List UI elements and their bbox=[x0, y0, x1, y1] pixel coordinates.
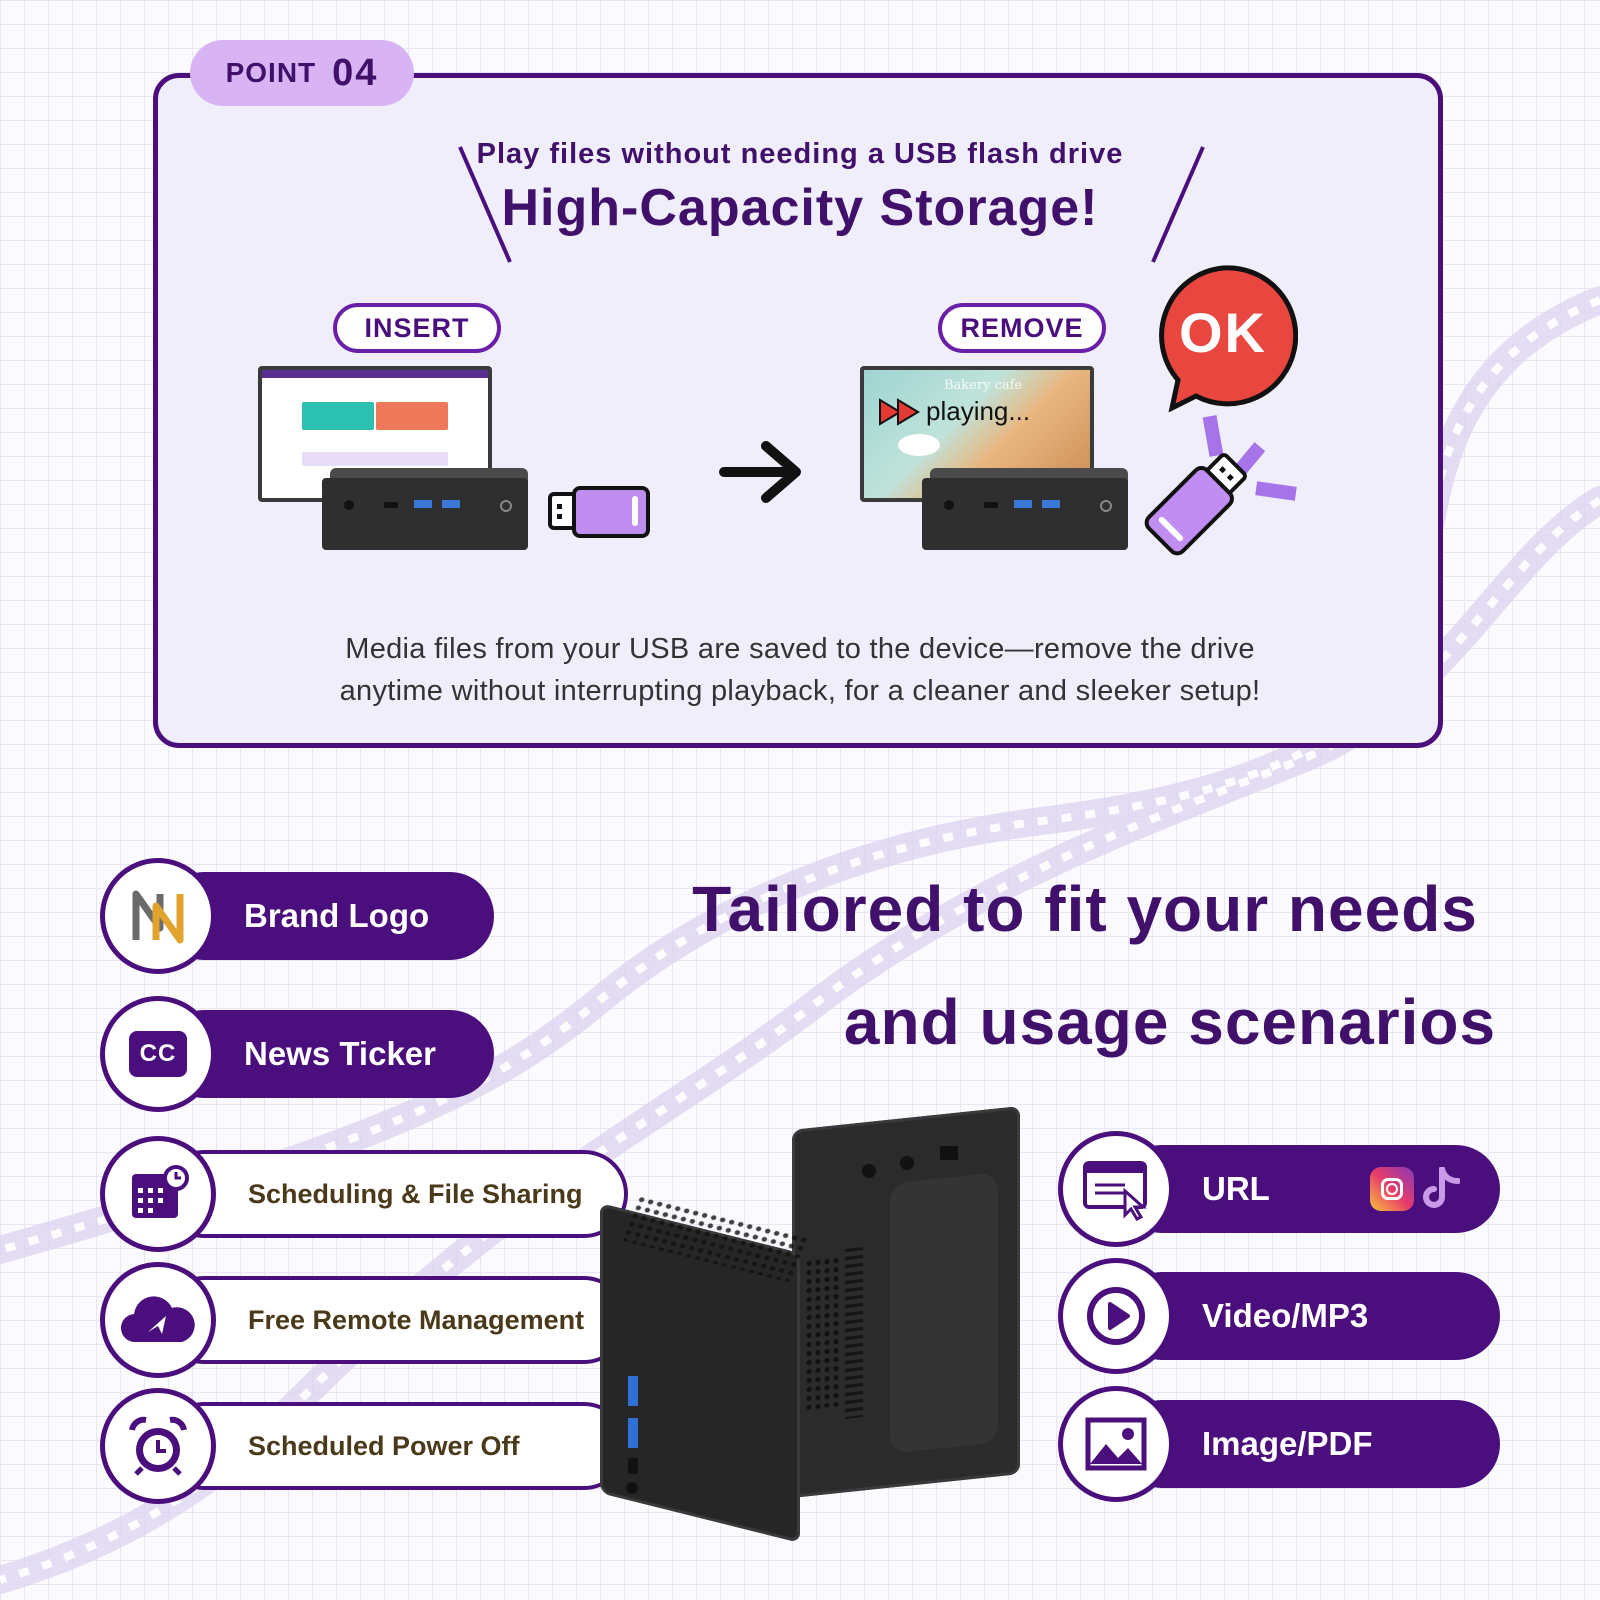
usb-drive-insert bbox=[548, 486, 650, 538]
fast-forward-icon bbox=[879, 397, 920, 426]
alarm-clock-icon bbox=[100, 1388, 216, 1504]
playing-indicator: playing... bbox=[878, 396, 1030, 427]
feature-news-ticker: News Ticker CC bbox=[100, 996, 494, 1112]
tagline-line-1: Tailored to fit your needs bbox=[692, 873, 1478, 945]
calendar-clock-icon bbox=[100, 1136, 216, 1252]
feature-power-off-label: Scheduled Power Off bbox=[248, 1430, 520, 1461]
headline: High-Capacity Storage! bbox=[501, 179, 1099, 237]
feature-video-label: Video/MP3 bbox=[1202, 1297, 1369, 1334]
cloud-send-icon bbox=[100, 1262, 216, 1378]
cc-icon: CC bbox=[100, 996, 216, 1112]
description-line-1: Media files from your USB are saved to t… bbox=[345, 633, 1255, 665]
browser-cursor-icon bbox=[1058, 1131, 1174, 1247]
tagline-line-2: and usage scenarios bbox=[843, 986, 1497, 1058]
feature-image: Image/PDF bbox=[1058, 1386, 1500, 1502]
point-number: 04 bbox=[332, 51, 379, 94]
feature-scheduling: Scheduling & File Sharing bbox=[100, 1136, 628, 1252]
ok-bubble bbox=[1159, 265, 1298, 412]
left-slash-decoration bbox=[458, 146, 512, 263]
description-line-2: anytime without interrupting playback, f… bbox=[339, 675, 1261, 707]
point-badge: POINT 04 bbox=[190, 40, 414, 106]
feature-url-label: URL bbox=[1202, 1170, 1270, 1207]
play-icon bbox=[1058, 1258, 1174, 1374]
arrow-right-icon bbox=[719, 441, 801, 503]
mini-pc-product bbox=[600, 1106, 1020, 1543]
feature-remote-management-label: Free Remote Management bbox=[248, 1304, 585, 1335]
screen-overlay-text: Bakery cafe bbox=[944, 378, 1023, 393]
image-icon bbox=[1058, 1386, 1174, 1502]
feature-power-off: Scheduled Power Off bbox=[100, 1388, 628, 1504]
ok-text: OK bbox=[1179, 301, 1267, 364]
feature-video: Video/MP3 bbox=[1058, 1258, 1500, 1374]
instagram-icon bbox=[1370, 1167, 1414, 1211]
insert-label: INSERT bbox=[333, 303, 501, 353]
mini-pc-left bbox=[322, 468, 528, 550]
point-label: POINT bbox=[225, 57, 317, 88]
remove-label: REMOVE bbox=[938, 303, 1106, 353]
feature-news-ticker-label: News Ticker bbox=[244, 1035, 437, 1072]
feature-remote-management: Free Remote Management bbox=[100, 1262, 628, 1378]
usb-drive-removed bbox=[1144, 453, 1247, 556]
description: Media files from your USB are saved to t… bbox=[0, 628, 1600, 712]
feature-image-label: Image/PDF bbox=[1202, 1425, 1373, 1462]
subtitle: Play files without needing a USB flash d… bbox=[476, 138, 1124, 170]
feature-scheduling-label: Scheduling & File Sharing bbox=[248, 1178, 583, 1209]
feature-brand-logo: Brand Logo bbox=[100, 858, 494, 974]
playing-text: playing... bbox=[926, 396, 1031, 426]
right-slash-decoration bbox=[1151, 146, 1205, 263]
brand-logo-icon bbox=[100, 858, 216, 974]
tiktok-icon bbox=[1423, 1167, 1460, 1208]
feature-url: URL bbox=[1058, 1131, 1500, 1247]
mini-pc-right bbox=[922, 468, 1128, 550]
feature-brand-logo-label: Brand Logo bbox=[244, 897, 430, 934]
